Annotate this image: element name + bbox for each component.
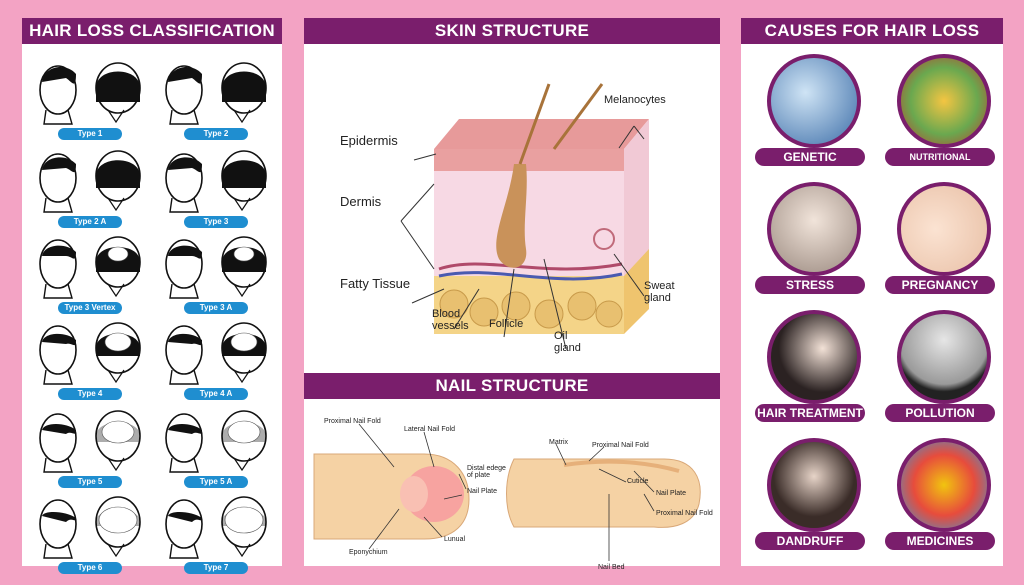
label-proximal-nail-fold-3: Proximal Nail Fold <box>656 510 713 517</box>
hair-loss-type-label: Type 2 <box>184 128 248 140</box>
hair-loss-type-label: Type 3 Vertex <box>58 302 122 314</box>
hair-loss-panel: HAIR LOSS CLASSIFICATION Type 1 <box>22 18 282 574</box>
head-illustration <box>165 62 267 125</box>
hair-loss-type-cell: Type 4 <box>28 316 148 404</box>
label-lunual: Lunual <box>444 536 466 543</box>
label-fatty-tissue: Fatty Tissue <box>340 276 411 291</box>
cause-label: POLLUTION <box>885 404 995 422</box>
label-melanocytes: Melanocytes <box>604 94 666 106</box>
hair-loss-type-label: Type 2 A <box>58 216 122 228</box>
cause-label: HAIR TREATMENT <box>755 404 865 422</box>
cause-item-hair-treatment: HAIR TREATMENT <box>747 308 873 432</box>
hair-loss-type-label: Type 3 <box>184 216 248 228</box>
label-eponychium: Eponychium <box>349 549 388 556</box>
hair-loss-type-cell: Type 5 A <box>154 404 274 492</box>
hair-treatment-image <box>767 310 861 404</box>
cause-item-medicines: MEDICINES <box>877 436 1003 560</box>
cause-item-pollution: POLLUTION <box>877 308 1003 432</box>
cause-label: STRESS <box>755 276 865 294</box>
hair-loss-type-cell: Type 1 <box>28 56 148 144</box>
head-illustration <box>39 62 141 125</box>
head-illustration <box>165 410 267 473</box>
head-illustration <box>165 150 267 213</box>
head-illustration <box>39 322 141 385</box>
hair-loss-type-cell: Type 3 <box>154 144 274 232</box>
causes-panel: CAUSES FOR HAIR LOSS GENETIC NUTRITIONAL … <box>741 18 1003 566</box>
head-illustration <box>39 236 141 299</box>
label-distal-edge: Distal edege of plate <box>467 465 506 479</box>
head-illustration <box>39 150 141 213</box>
cause-item-genetic: GENETIC <box>747 52 873 176</box>
label-nail-bed: Nail Bed <box>598 564 625 571</box>
head-illustration <box>165 496 267 559</box>
cause-item-nutritional-deficiency: NUTRITIONAL DEFICIENCY <box>877 52 1003 180</box>
label-cuticle: Cuticle <box>627 478 649 485</box>
nail-diagram <box>313 423 701 561</box>
hair-loss-type-cell: Type 4 A <box>154 316 274 404</box>
structure-panel: SKIN STRUCTURE <box>304 18 720 571</box>
hair-loss-type-cell: Type 2 A <box>28 144 148 232</box>
label-proximal-nail-fold-1: Proximal Nail Fold <box>324 418 381 425</box>
head-illustration <box>39 496 141 559</box>
hair-loss-type-cell: Type 3 Vertex <box>28 230 148 318</box>
hair-loss-type-cell: Type 5 <box>28 404 148 492</box>
hair-loss-type-label: Type 1 <box>58 128 122 140</box>
label-matrix: Matrix <box>549 439 569 446</box>
dandruff-image <box>767 438 861 532</box>
head-illustration <box>165 236 267 299</box>
hair-loss-type-cell: Type 7 <box>154 490 274 578</box>
hair-loss-type-cell: Type 6 <box>28 490 148 578</box>
label-epidermis: Epidermis <box>340 133 398 148</box>
head-illustration <box>39 410 141 473</box>
label-follicle: Follicle <box>489 318 524 330</box>
skin-structure-title: SKIN STRUCTURE <box>304 18 720 44</box>
skin-diagram <box>400 83 649 350</box>
hair-loss-type-cell: Type 3 A <box>154 230 274 318</box>
cause-item-pregnancy: PREGNANCY <box>877 180 1003 304</box>
hair-loss-title: HAIR LOSS CLASSIFICATION <box>22 18 282 44</box>
cause-label: GENETIC <box>755 148 865 166</box>
pollution-image <box>897 310 991 404</box>
cause-label: DANDRUFF <box>755 532 865 550</box>
stress-image <box>767 182 861 276</box>
hair-loss-type-label: Type 5 <box>58 476 122 488</box>
label-proximal-nail-fold-2: Proximal Nail Fold <box>592 442 649 449</box>
hair-loss-type-label: Type 4 A <box>184 388 248 400</box>
hair-loss-type-cell: Type 2 <box>154 56 274 144</box>
causes-title: CAUSES FOR HAIR LOSS <box>741 18 1003 44</box>
hair-loss-type-label: Type 6 <box>58 562 122 574</box>
medicines-image <box>897 438 991 532</box>
cause-item-dandruff: DANDRUFF <box>747 436 873 560</box>
genetic-image <box>767 54 861 148</box>
label-lateral-nail-fold: Lateral Nail Fold <box>404 426 455 433</box>
cause-label: PREGNANCY <box>885 276 995 294</box>
label-blood-vessels: Blood vessels <box>432 308 469 332</box>
label-sweat-gland: Sweat gland <box>644 280 675 304</box>
label-nail-plate-1: Nail Plate <box>467 488 497 495</box>
nutritional-deficiency-image <box>897 54 991 148</box>
cause-label: NUTRITIONAL DEFICIENCY <box>885 148 995 180</box>
label-nail-plate-2: Nail Plate <box>656 490 686 497</box>
label-oil-gland: Oil gland <box>554 330 581 354</box>
head-illustration <box>165 322 267 385</box>
label-dermis: Dermis <box>340 194 382 209</box>
cause-item-stress: STRESS <box>747 180 873 304</box>
hair-loss-type-label: Type 4 <box>58 388 122 400</box>
hair-loss-type-label: Type 5 A <box>184 476 248 488</box>
pregnancy-image <box>897 182 991 276</box>
hair-loss-type-label: Type 7 <box>184 562 248 574</box>
cause-label: MEDICINES <box>885 532 995 550</box>
hair-loss-type-label: Type 3 A <box>184 302 248 314</box>
nail-structure-title: NAIL STRUCTURE <box>304 373 720 399</box>
